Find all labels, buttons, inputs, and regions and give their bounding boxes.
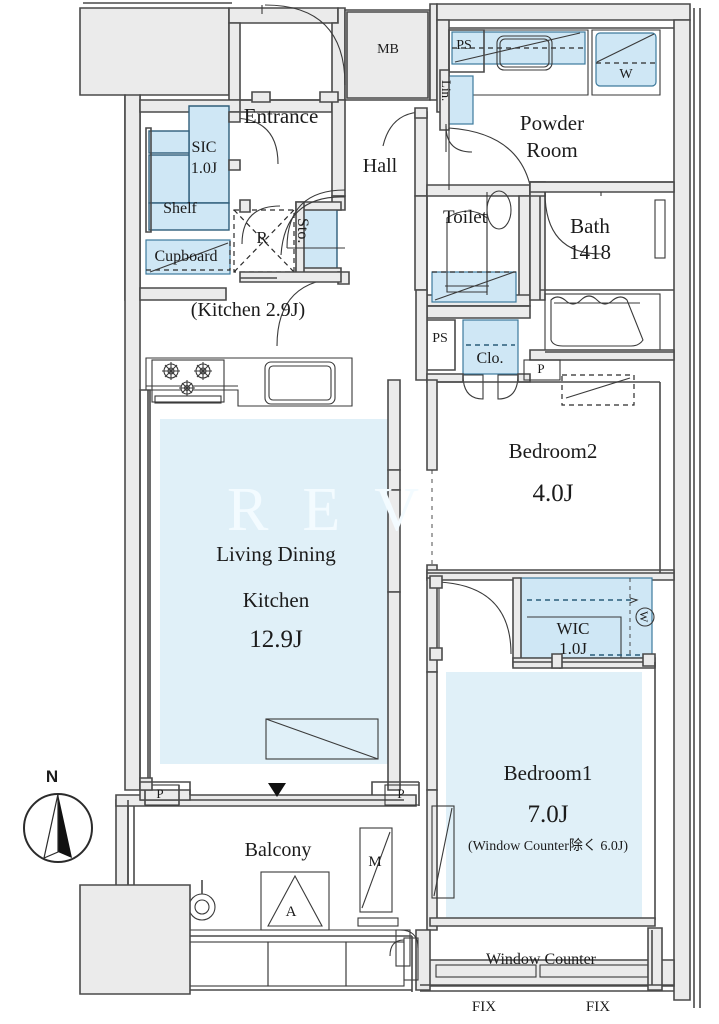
room-area-bath: 1418 (569, 240, 611, 264)
room-label-toilet: Toilet (442, 207, 488, 228)
label-fix-right: FIX (585, 999, 611, 1015)
room-area-wic: 1.0J (559, 639, 587, 658)
label-fix-left: FIX (471, 999, 497, 1015)
watermark: REV (227, 476, 453, 544)
room-label-bath: Bath (570, 214, 610, 238)
compass-north-label: N (45, 767, 59, 786)
room-label-bedroom1: Bedroom1 (503, 761, 593, 785)
label-p-right: P (397, 786, 405, 801)
room-label-fridge: R (256, 228, 268, 247)
room-label-kitchen: (Kitchen 2.9J) (190, 299, 306, 321)
room-label-balcony: Balcony (244, 839, 312, 861)
label-balcony-ac: A (285, 904, 297, 920)
label-linen: Lin. (439, 80, 454, 102)
label-washer: W (619, 67, 633, 82)
room-label-shelf: Shelf (163, 200, 197, 217)
room-label-mb: MB (377, 42, 399, 57)
label-wic-washer: W (637, 611, 651, 623)
room-label-sic: SIC (191, 139, 217, 156)
label-p-bedroom2: P (537, 361, 545, 376)
room-area-bedroom1: 7.0J (527, 801, 569, 828)
label-ps-upper: PS (456, 38, 472, 53)
room-label-ldk-line1: Living Dining (216, 542, 336, 566)
room-area-sic: 1.0J (190, 160, 218, 177)
room-label-closet: Clo. (476, 350, 504, 367)
room-label-powder-line2: Room (526, 138, 578, 162)
label-p-left: P (156, 786, 164, 801)
label-balcony-meter: M (368, 854, 382, 870)
room-label-cupboard: Cupboard (154, 248, 218, 265)
room-label-ldk-line2: Kitchen (242, 588, 310, 612)
room-label-storage: Sto. (294, 218, 311, 244)
room-note-bedroom1: (Window Counter除く 6.0J) (467, 839, 629, 854)
room-label-hall: Hall (362, 155, 398, 177)
room-label-wic: WIC (556, 619, 590, 638)
room-area-bedroom2: 4.0J (532, 480, 574, 507)
room-area-ldk: 12.9J (249, 626, 303, 653)
room-label-bedroom2: Bedroom2 (508, 439, 598, 463)
label-window-counter: Window Counter (485, 951, 597, 968)
label-ps-lower: PS (432, 331, 448, 346)
room-label-powder-line1: Powder (519, 111, 585, 135)
room-label-entrance: Entrance (243, 104, 319, 128)
